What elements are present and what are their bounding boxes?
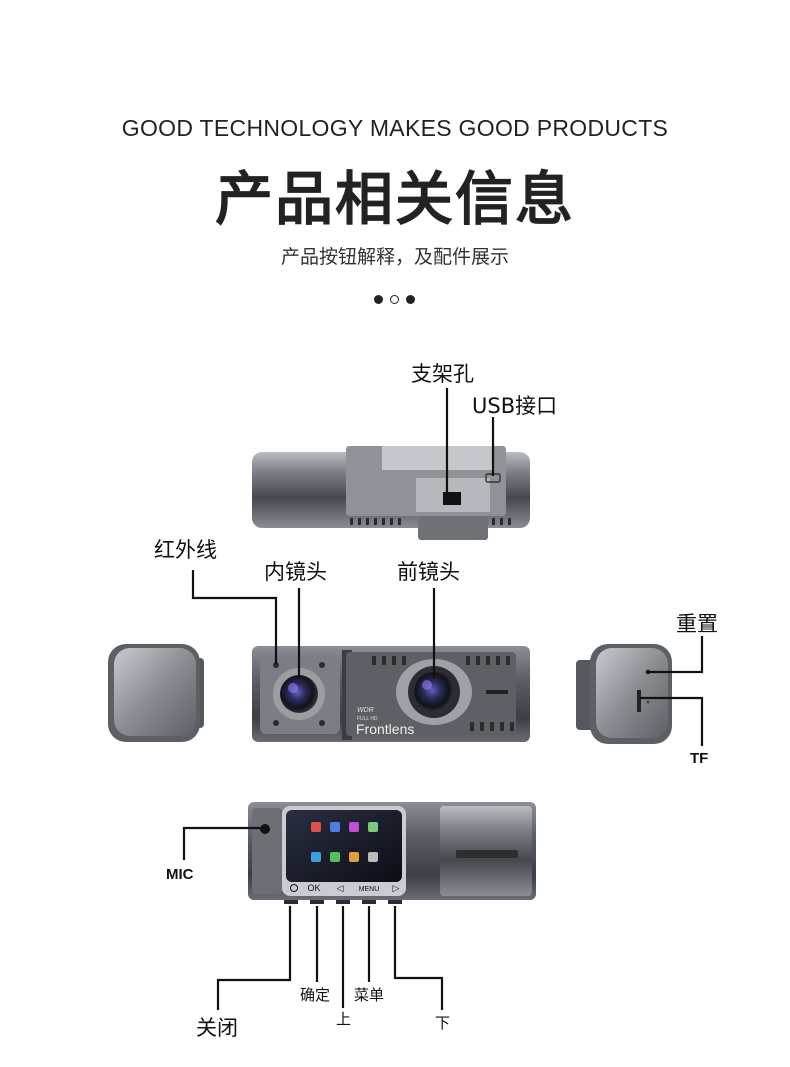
tagline: GOOD TECHNOLOGY MAKES GOOD PRODUCTS: [121, 115, 669, 141]
label-down: 下: [435, 1014, 451, 1032]
bottom-buttons: [284, 900, 402, 904]
device-top-view: [252, 446, 530, 540]
label-bracket-hole: 支架孔: [411, 362, 474, 386]
line-power: [216, 906, 292, 1010]
power-icon: [290, 884, 298, 892]
left-triangle-icon: ◁: [337, 884, 344, 894]
label-inner-lens: 内镜头: [264, 560, 327, 584]
label-front-lens: 前镜头: [397, 560, 460, 584]
page-title: 产品相关信息: [214, 165, 575, 233]
line-reset: [650, 636, 704, 674]
label-tf: TF: [690, 750, 709, 767]
label-confirm: 确定: [300, 986, 331, 1004]
pager-dot: [374, 295, 383, 304]
label-usb-port: USB接口: [472, 394, 558, 418]
top-vents: [350, 518, 511, 525]
wdr-print: WDR: [357, 707, 374, 714]
screen-app-icons: [311, 822, 378, 862]
pager-dot-active: [390, 295, 399, 304]
label-infrared: 红外线: [154, 538, 217, 562]
bracket-hole: [443, 492, 461, 505]
label-power-off: 关闭: [196, 1016, 238, 1040]
inner-lens: [280, 675, 318, 713]
line-infrared: [191, 570, 278, 664]
device-left-side: [108, 644, 204, 742]
device-front-view: WDR FULL HD Frontlens: [252, 646, 530, 742]
label-menu: 菜单: [354, 986, 385, 1004]
reset-hole: [645, 669, 651, 675]
menu-print: MENU: [359, 886, 380, 893]
pager-dots: [374, 295, 415, 304]
right-triangle-icon: ▷: [393, 884, 400, 894]
frontlens-print: Frontlens: [356, 721, 414, 737]
tf-slot: [637, 690, 641, 712]
top-plate-highlight: [382, 446, 492, 470]
label-mic: MIC: [166, 866, 194, 883]
label-reset: 重置: [676, 612, 718, 636]
device-right-side: [576, 644, 672, 744]
line-tf: [640, 696, 704, 746]
lcd-screen: [286, 810, 402, 882]
page-subtitle: 产品按钮解释，及配件展示: [280, 246, 509, 268]
mic-hole: [260, 824, 270, 834]
pager-dot: [406, 295, 415, 304]
device-back-view: OK MENU ◁ ▷: [248, 802, 536, 904]
fullhd-print: FULL HD: [357, 716, 378, 722]
front-vents: [372, 656, 514, 731]
line-mic: [182, 826, 264, 860]
mount-base: [418, 516, 488, 540]
leader-lines: [182, 388, 704, 1010]
line-down: [393, 906, 444, 1010]
infrared-sensor: [273, 662, 279, 668]
ok-print: OK: [307, 883, 320, 893]
label-up: 上: [336, 1010, 352, 1028]
